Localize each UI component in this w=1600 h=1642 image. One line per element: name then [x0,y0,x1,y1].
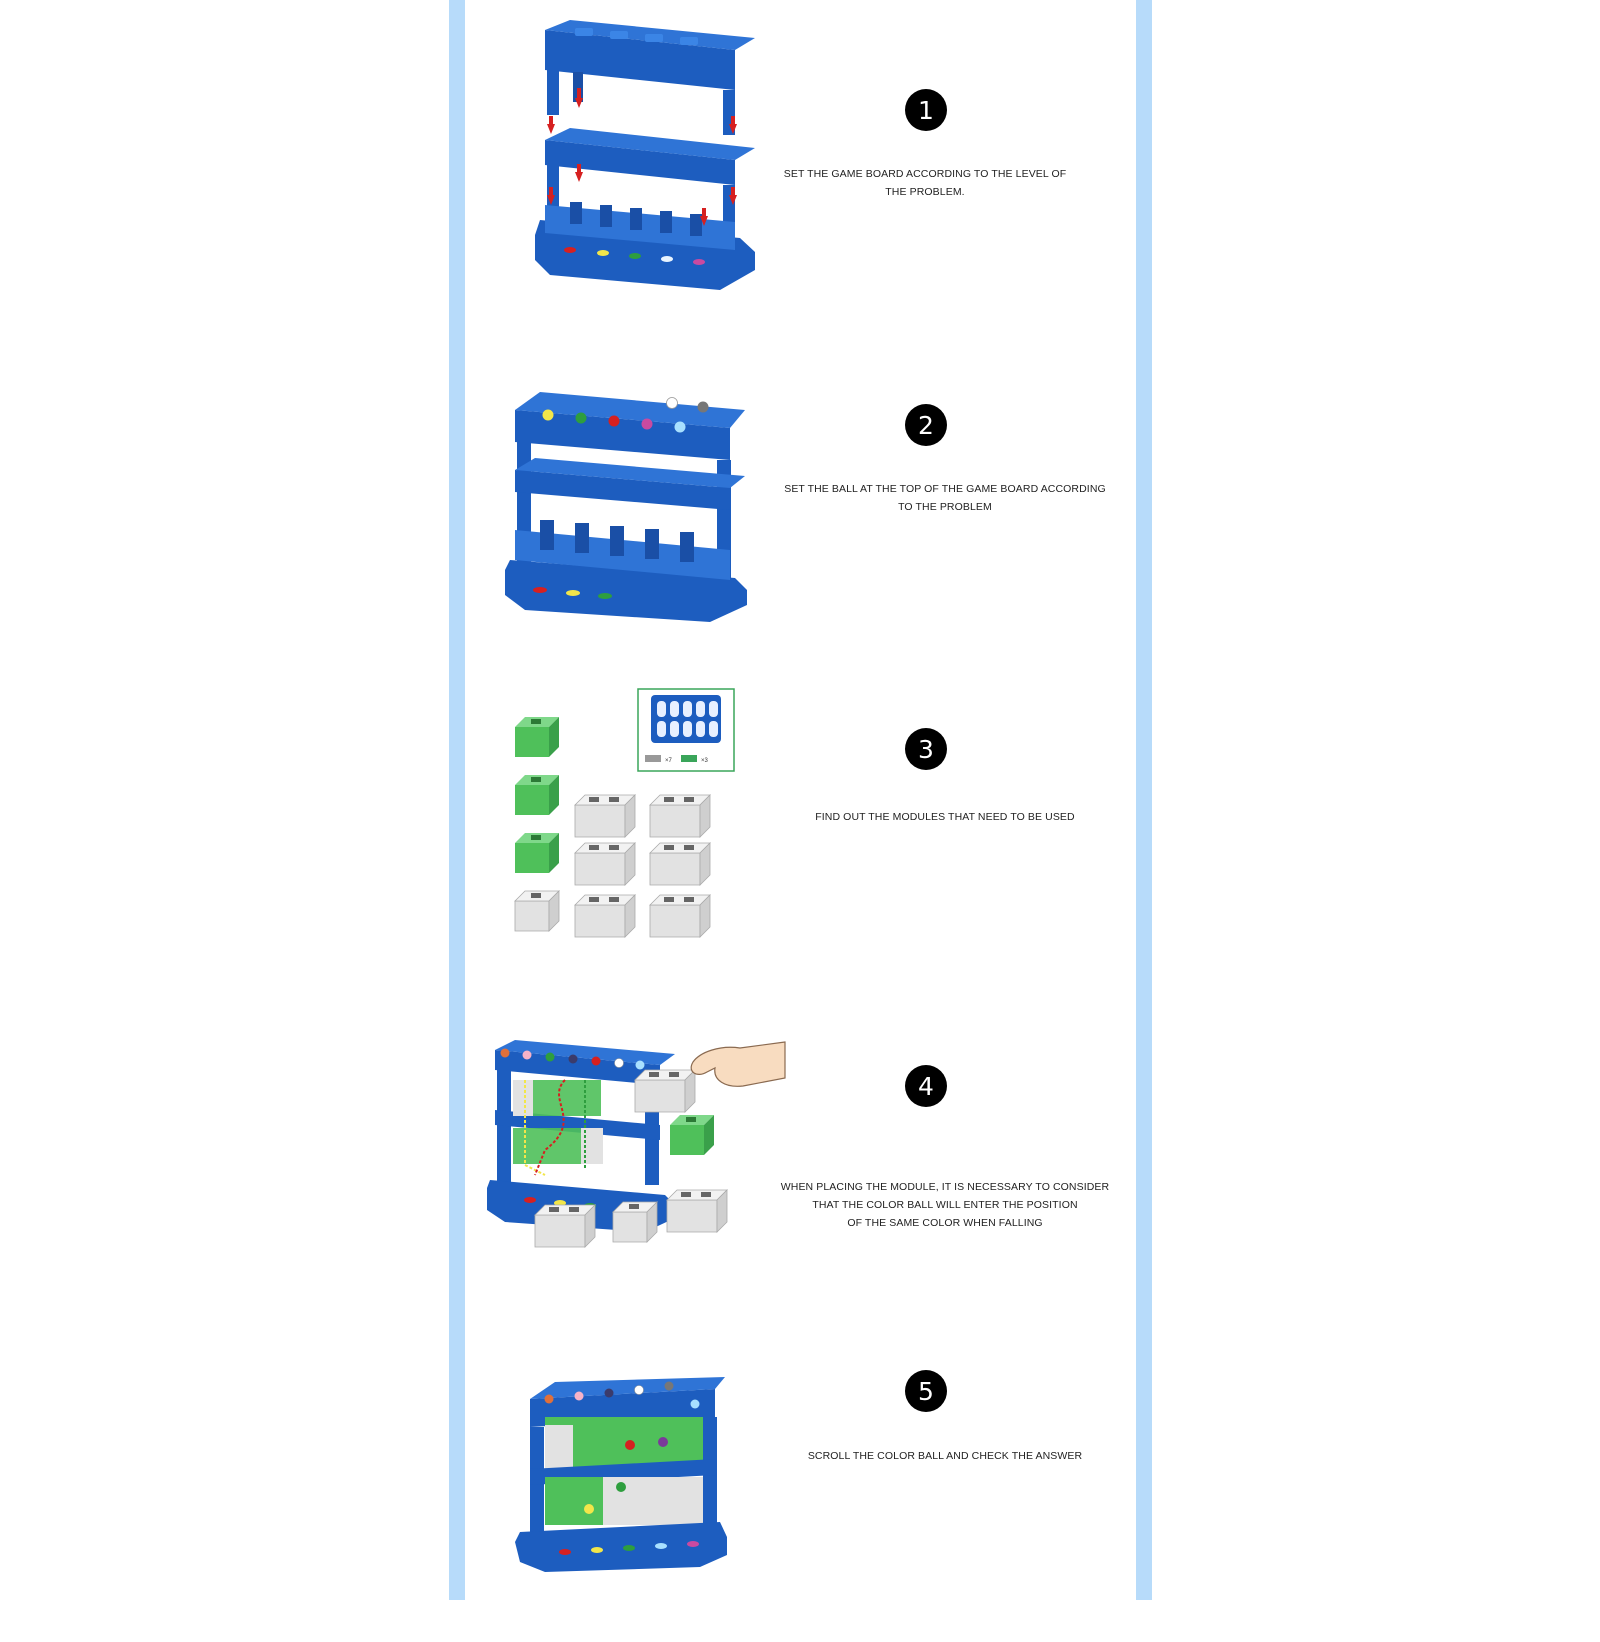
caption-line: THAT THE COLOR BALL WILL ENTER THE POSIT… [730,1196,1160,1214]
caption-line: SCROLL THE COLOR BALL AND CHECK THE ANSW… [730,1447,1160,1465]
step-caption: SET THE GAME BOARD ACCORDING TO THE LEVE… [730,165,1120,201]
step-number: 5 [918,1377,934,1406]
modules-and-problem-card-icon: ×7 ×3 [485,672,765,972]
right-blue-border [1136,0,1152,1600]
caption-line: OF THE SAME COLOR WHEN FALLING [730,1214,1160,1232]
step-number: 3 [918,735,934,764]
caption-line: SET THE GAME BOARD ACCORDING TO THE LEVE… [730,165,1120,183]
step-number: 1 [918,96,934,125]
card-count-green: ×3 [701,758,709,764]
step-2: 2 SET THE BALL AT THE TOP OF THE GAME BO… [465,350,1136,590]
step-number: 2 [918,411,934,440]
left-blue-border [449,0,465,1600]
step-5: 5 SCROLL THE COLOR BALL AND CHECK THE AN… [465,1342,1136,1572]
card-count-gray: ×7 [665,758,673,764]
assembled-board-with-balls-icon [485,350,765,650]
step-number-badge: 3 [905,728,947,770]
caption-line: THE PROBLEM. [730,183,1120,201]
step-number: 4 [918,1072,934,1101]
step-number-badge: 1 [905,89,947,131]
caption-line: WHEN PLACING THE MODULE, IT IS NECESSARY… [730,1178,1160,1196]
step-caption: FIND OUT THE MODULES THAT NEED TO BE USE… [730,808,1160,826]
step-number-badge: 2 [905,404,947,446]
step-1: 1 SET THE GAME BOARD ACCORDING TO THE LE… [465,20,1136,320]
step-caption: SCROLL THE COLOR BALL AND CHECK THE ANSW… [730,1447,1160,1465]
caption-line: TO THE PROBLEM [730,498,1160,516]
step-caption: WHEN PLACING THE MODULE, IT IS NECESSARY… [730,1178,1160,1232]
step-caption: SET THE BALL AT THE TOP OF THE GAME BOAR… [730,480,1160,516]
step-number-badge: 5 [905,1370,947,1412]
step-4: 4 WHEN PLACING THE MODULE, IT IS NECESSA… [465,1040,1136,1260]
step-3: ×7 ×3 [465,672,1136,942]
instruction-page: 1 SET THE GAME BOARD ACCORDING TO THE LE… [0,0,1600,1600]
completed-board-icon [485,1342,765,1642]
caption-line: SET THE BALL AT THE TOP OF THE GAME BOAR… [730,480,1160,498]
caption-line: FIND OUT THE MODULES THAT NEED TO BE USE… [730,808,1160,826]
step-number-badge: 4 [905,1065,947,1107]
exploded-game-board-icon [485,20,765,320]
